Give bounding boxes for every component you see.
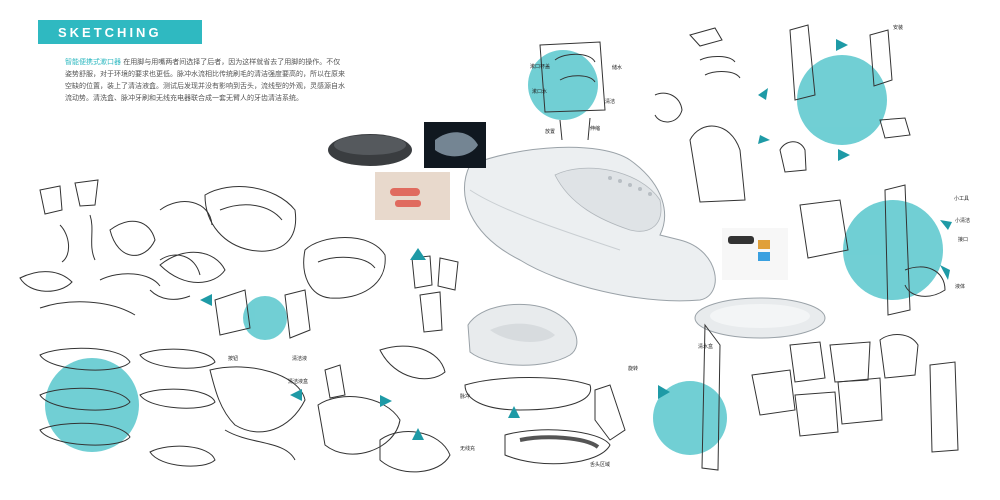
intro-paragraph: 智能便携式漱口器 在用脚与用嘴两者间选择了后者，因为这样就省去了用脚的操作。不仅… — [65, 56, 347, 104]
mouse-photo — [328, 134, 412, 166]
section-title-banner: SKETCHING — [38, 20, 202, 44]
annotation: 小清洁 — [955, 218, 971, 224]
flow-arrows — [200, 39, 952, 440]
arrow-icon — [200, 294, 212, 306]
annotation: 放置 — [545, 129, 556, 135]
reference-photos — [328, 122, 788, 280]
annotation: 无线充 — [460, 446, 476, 452]
annotation: 接口 — [958, 237, 969, 243]
arrow-icon — [412, 428, 424, 440]
arrow-icon — [838, 149, 850, 161]
accessory-photo — [722, 228, 788, 280]
line-sketches — [19, 24, 959, 473]
arrow-icon — [290, 389, 302, 401]
annotation: 脉冲 — [460, 394, 471, 400]
annotation: 漱口杯盖 — [530, 64, 551, 70]
intro-lead: 智能便携式漱口器 — [65, 58, 121, 66]
arrow-icon — [410, 248, 426, 260]
annotation: 旋转 — [628, 366, 639, 372]
device-render-oval — [694, 297, 826, 339]
annotation: 液体 — [955, 284, 966, 290]
accent-circle — [653, 381, 727, 455]
accent-circle — [45, 358, 139, 452]
annotation: 清水盒 — [698, 344, 714, 350]
main-product-render — [463, 146, 716, 302]
arrow-icon — [836, 39, 848, 51]
arrow-icon — [940, 220, 952, 230]
annotation: 安装 — [893, 25, 904, 31]
accent-circle — [243, 296, 287, 340]
arrow-icon — [508, 406, 520, 418]
arrow-icon — [380, 395, 392, 407]
intro-body: 在用脚与用嘴两者间选择了后者，因为这样就省去了用脚的操作。不仅姿势舒服，对于环境… — [65, 58, 345, 102]
device-render-small — [467, 303, 578, 366]
accent-circle — [528, 50, 598, 120]
annotation: 小工具 — [954, 196, 970, 202]
arrow-icon — [940, 265, 950, 280]
accent-circle — [843, 200, 943, 300]
hand-photo — [375, 172, 450, 220]
xray-photo — [424, 122, 486, 168]
annotation: 储水 — [612, 65, 623, 71]
accent-circles — [45, 50, 943, 455]
section-title: SKETCHING — [58, 24, 162, 40]
arrow-icon — [758, 88, 768, 100]
annotation: 按钮 — [228, 356, 239, 362]
annotation: 清洁液盒 — [288, 379, 309, 385]
annotation: 漱口水 — [532, 89, 548, 95]
annotation: 伸缩 — [590, 126, 601, 132]
annotation: 清洁液 — [292, 356, 308, 362]
arrow-icon — [758, 135, 770, 144]
annotation: 舌头区域 — [590, 462, 611, 468]
arrow-icon — [658, 385, 670, 399]
accent-circle — [797, 55, 887, 145]
annotation: 清洁 — [605, 99, 616, 105]
